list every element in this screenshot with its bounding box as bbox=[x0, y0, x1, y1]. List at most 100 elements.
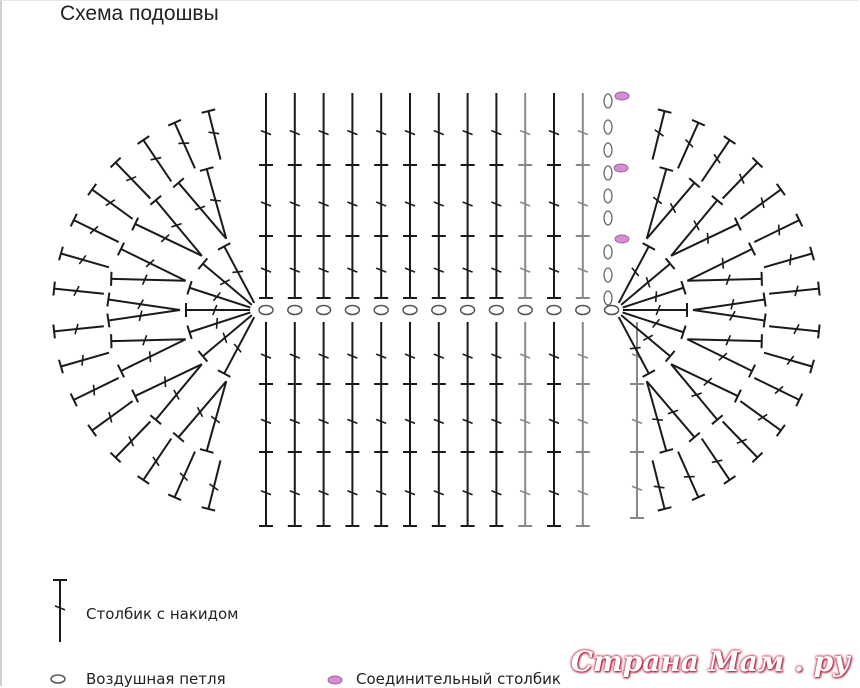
double-crochet-stitch bbox=[259, 322, 273, 385]
double-crochet-stitch bbox=[287, 93, 302, 166]
double-crochet-stitch bbox=[518, 236, 533, 299]
double-crochet-stitch bbox=[763, 246, 815, 269]
double-crochet-stitch bbox=[431, 322, 446, 385]
double-crochet-stitch bbox=[547, 165, 561, 237]
double-crochet-stitch bbox=[167, 451, 196, 502]
double-crochet-stitch bbox=[287, 384, 302, 453]
double-crochet-stitch bbox=[763, 351, 815, 374]
double-crochet-stitch bbox=[547, 322, 561, 385]
slip-stitch bbox=[614, 91, 630, 101]
double-crochet-stitch bbox=[670, 195, 724, 257]
stitch-symbols bbox=[52, 93, 821, 527]
foundation-chain bbox=[258, 91, 630, 316]
double-crochet-stitch bbox=[197, 314, 253, 363]
double-crochet-stitch bbox=[149, 363, 203, 425]
legend-dc-label: Столбик с накидом bbox=[86, 605, 239, 623]
chain-stitch bbox=[603, 165, 613, 181]
double-crochet-stitch bbox=[753, 377, 804, 407]
double-crochet-stitch bbox=[316, 322, 331, 385]
chain-stitch bbox=[575, 304, 591, 316]
double-crochet-stitch bbox=[700, 135, 736, 183]
double-crochet-stitch bbox=[645, 166, 674, 240]
double-crochet-stitch bbox=[687, 334, 763, 349]
double-crochet-stitch bbox=[137, 437, 173, 485]
double-crochet-stitch bbox=[721, 156, 764, 200]
double-crochet-stitch bbox=[403, 322, 417, 385]
double-crochet-stitch bbox=[345, 93, 360, 166]
double-crochet-stitch bbox=[53, 579, 67, 642]
double-crochet-stitch bbox=[518, 384, 533, 453]
double-crochet-stitch bbox=[69, 377, 120, 407]
double-crochet-stitch bbox=[316, 384, 331, 453]
double-crochet-stitch bbox=[547, 384, 561, 453]
double-crochet-stitch bbox=[403, 452, 417, 527]
double-crochet-stitch bbox=[460, 236, 475, 299]
double-crochet-stitch bbox=[431, 384, 446, 453]
double-crochet-stitch bbox=[149, 195, 203, 257]
double-crochet-stitch bbox=[110, 334, 186, 349]
double-crochet-stitch bbox=[670, 363, 724, 425]
double-crochet-stitch bbox=[316, 236, 331, 299]
legend-sl-label: Соединительный столбик bbox=[356, 670, 561, 688]
double-crochet-stitch bbox=[622, 311, 687, 340]
double-crochet-stitch bbox=[110, 271, 186, 286]
double-crochet-stitch bbox=[769, 323, 821, 339]
double-crochet-stitch bbox=[58, 351, 110, 374]
double-crochet-stitch bbox=[287, 322, 302, 385]
double-crochet-stitch bbox=[460, 452, 475, 527]
double-crochet-stitch bbox=[575, 452, 590, 527]
double-crochet-stitch bbox=[259, 384, 273, 453]
double-crochet-stitch bbox=[374, 452, 389, 527]
double-crochet-stitch bbox=[259, 93, 273, 166]
double-crochet-stitch bbox=[345, 384, 360, 453]
double-crochet-stitch bbox=[172, 177, 228, 240]
double-crochet-stitch bbox=[403, 384, 417, 453]
double-crochet-stitch bbox=[431, 93, 446, 166]
double-crochet-stitch bbox=[518, 93, 533, 166]
double-crochet-stitch bbox=[575, 322, 590, 385]
double-crochet-stitch bbox=[201, 108, 222, 160]
double-crochet-stitch bbox=[575, 93, 590, 166]
double-crochet-stitch bbox=[197, 257, 253, 306]
double-crochet-stitch bbox=[700, 437, 736, 485]
double-crochet-stitch bbox=[630, 452, 644, 519]
double-crochet-stitch bbox=[403, 165, 417, 237]
double-crochet-stitch bbox=[69, 213, 120, 243]
double-crochet-stitch bbox=[345, 236, 360, 299]
double-crochet-stitch bbox=[645, 380, 701, 443]
double-crochet-stitch bbox=[287, 165, 302, 237]
double-crochet-stitch bbox=[217, 242, 256, 304]
double-crochet-stitch bbox=[131, 363, 203, 403]
double-crochet-stitch bbox=[431, 165, 446, 237]
double-crochet-stitch bbox=[172, 380, 228, 443]
double-crochet-stitch bbox=[186, 311, 251, 340]
slip-stitch-oval-icon bbox=[327, 675, 343, 685]
legend-symbols bbox=[50, 579, 343, 685]
double-crochet-stitch bbox=[316, 165, 331, 237]
double-crochet-stitch bbox=[670, 363, 742, 403]
chain-stitch bbox=[517, 304, 533, 316]
chain-stitch bbox=[603, 290, 613, 306]
double-crochet-stitch bbox=[167, 118, 196, 169]
double-crochet-stitch bbox=[217, 316, 256, 378]
double-crochet-stitch bbox=[575, 165, 590, 237]
double-crochet-stitch bbox=[116, 338, 187, 378]
double-crochet-stitch bbox=[692, 309, 767, 328]
double-crochet-stitch bbox=[58, 246, 110, 269]
double-crochet-stitch bbox=[623, 303, 688, 317]
chain-stitch bbox=[431, 304, 447, 316]
double-crochet-stitch bbox=[287, 452, 302, 527]
double-crochet-stitch bbox=[287, 236, 302, 299]
double-crochet-stitch bbox=[739, 400, 786, 437]
double-crochet-stitch bbox=[345, 165, 360, 237]
chain-stitch bbox=[603, 244, 613, 260]
double-crochet-stitch bbox=[620, 314, 676, 363]
chain-stitch bbox=[603, 188, 613, 204]
watermark-logo: Страна Мам . ру bbox=[570, 645, 850, 678]
double-crochet-stitch bbox=[489, 236, 504, 299]
chain-stitch bbox=[603, 142, 613, 158]
double-crochet-stitch bbox=[518, 165, 533, 237]
double-crochet-stitch bbox=[201, 460, 222, 512]
